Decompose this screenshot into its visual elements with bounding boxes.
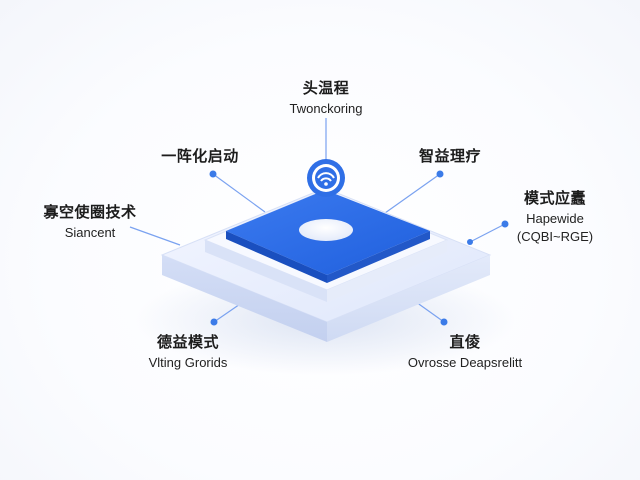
callout-top: 头温程 Twonckoring (266, 80, 386, 117)
dot-right-inner (467, 239, 473, 245)
dot-upper-left (209, 170, 217, 178)
callout-right: 模式应蠹 Hapewide (CQBI~RGE) (505, 190, 605, 245)
callout-dots (209, 170, 509, 326)
connector-right (469, 223, 506, 243)
callout-left: 寡空使圈技术 Siancent (30, 204, 150, 241)
callout-bottom-right-title: 直倰 (449, 334, 481, 351)
callout-bottom-left-subtitle: Vlting Grorids (148, 355, 228, 371)
callout-top-subtitle: Twonckoring (289, 101, 363, 117)
connector-upper-left (212, 173, 266, 213)
dot-upper-right (436, 170, 444, 178)
dot-bottom-left (210, 318, 218, 326)
callout-bottom-right-subtitle: Ovrosse Deapsrelitt (407, 355, 523, 371)
callout-right-title: 模式应蠹 (523, 190, 586, 207)
wifi-icon (307, 159, 345, 197)
connector-upper-right (384, 173, 441, 214)
callout-left-subtitle: Siancent (64, 225, 116, 241)
callout-top-title: 头温程 (302, 80, 350, 97)
callout-bottom-left: 德益模式 Vlting Grorids (128, 334, 248, 371)
callout-upper-right-title: 智益理疗 (418, 148, 481, 165)
center-puck (299, 219, 353, 241)
callout-bottom-right: 直倰 Ovrosse Deapsrelitt (380, 334, 550, 371)
callout-right-code: (CQBI~RGE) (516, 229, 594, 245)
dot-right (501, 220, 509, 228)
callout-bottom-left-title: 德益模式 (156, 334, 219, 351)
dot-bottom-right (440, 318, 448, 326)
callout-right-subtitle: Hapewide (526, 211, 584, 227)
connector-left (129, 226, 181, 246)
callout-upper-left: 一阵化启动 (145, 148, 255, 165)
callout-upper-left-title: 一阵化启动 (161, 148, 239, 165)
callout-upper-right: 智益理疗 (405, 148, 495, 165)
callout-left-title: 寡空使圈技术 (43, 204, 137, 221)
